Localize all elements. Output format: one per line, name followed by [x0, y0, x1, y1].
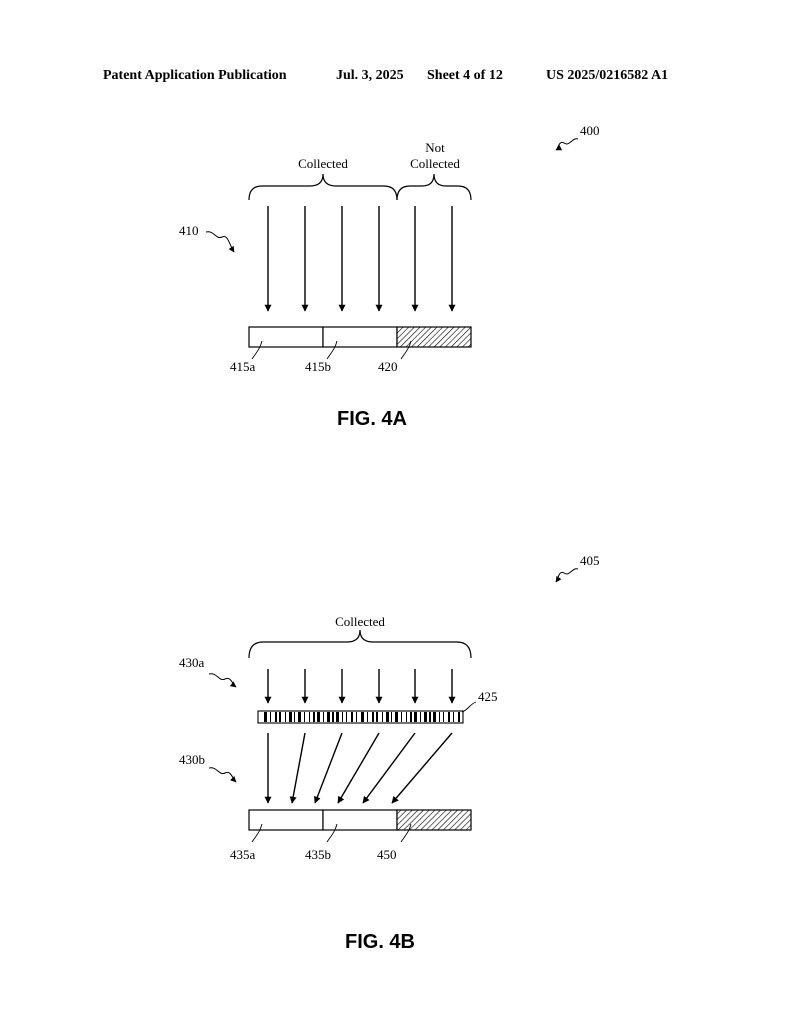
ref-label-415a: 415a	[230, 359, 256, 374]
not-collected-label-line1: Not	[425, 140, 445, 155]
ref-label-410: 410	[179, 223, 199, 238]
leader-450	[400, 823, 412, 843]
strip-bar	[361, 712, 364, 722]
strip-bar	[376, 712, 378, 722]
data-arrows-4a	[264, 206, 456, 312]
strip-bar	[401, 712, 402, 722]
strip-bar	[323, 712, 324, 722]
ref-leader-410	[205, 231, 235, 253]
strip-bar	[439, 712, 440, 722]
page-header: Patent Application Publication Jul. 3, 2…	[0, 68, 794, 88]
strip-bar	[275, 712, 277, 722]
sheet-number: Sheet 4 of 12	[427, 68, 503, 83]
figure-caption-4a: FIG. 4A	[337, 408, 407, 430]
strip-bar	[264, 712, 267, 722]
block-435a	[248, 809, 324, 831]
ref-label-430b: 430b	[179, 752, 205, 767]
strip-bar	[304, 712, 305, 722]
strip-bar	[382, 712, 383, 722]
block-450-hatched	[396, 809, 472, 831]
publication-number: US 2025/0216582 A1	[546, 68, 669, 83]
not-collected-label-line2: Collected	[410, 156, 460, 171]
arrow-4b-bottom-4	[337, 732, 380, 804]
ref-label-435a: 435a	[230, 847, 256, 862]
strip-bar	[429, 712, 431, 722]
strip-bar	[342, 712, 343, 722]
arrow-4b-bottom-6	[391, 732, 453, 804]
data-arrows-4b-top	[264, 669, 456, 704]
strip-bars	[264, 712, 460, 722]
strip-bar	[279, 712, 281, 722]
ref-leader-430a	[208, 673, 237, 688]
arrow-4b-bottom-5	[362, 732, 416, 804]
collected-label-4b: Collected	[335, 614, 385, 629]
block-435b	[322, 809, 398, 831]
block-415a	[248, 326, 324, 348]
compressed-strip-425	[257, 710, 464, 724]
data-arrows-4b-bottom	[264, 732, 453, 804]
ref-label-450: 450	[377, 847, 397, 862]
strip-bar	[406, 712, 407, 722]
strip-bar	[289, 712, 292, 722]
leader-415b	[326, 340, 338, 360]
strip-bar	[285, 712, 286, 722]
ref-label-405: 405	[580, 553, 600, 568]
strip-bar	[294, 712, 295, 722]
leader-420	[400, 340, 412, 360]
strip-bar	[414, 712, 417, 722]
ref-label-435b: 435b	[305, 847, 331, 862]
ref-label-430a: 430a	[179, 655, 205, 670]
strip-bar	[346, 712, 347, 722]
leader-435b	[326, 823, 338, 843]
publication-date: Jul. 3, 2025	[336, 68, 404, 83]
publication-title: Patent Application Publication	[103, 68, 287, 83]
strip-bar	[443, 712, 444, 722]
collected-label-4a: Collected	[298, 156, 348, 171]
strip-bar	[433, 712, 436, 722]
strip-bar	[372, 712, 374, 722]
strip-bar	[458, 712, 460, 722]
fig-4b: 405 Collected 430a 425 430b	[179, 553, 600, 953]
strip-bar	[351, 712, 353, 722]
strip-bar	[420, 712, 421, 722]
collected-brace-4b	[248, 629, 472, 659]
strip-bar	[448, 712, 450, 722]
strip-bar	[395, 712, 398, 722]
leader-435a	[251, 823, 263, 843]
strip-outline	[257, 710, 464, 724]
leader-415a	[251, 340, 263, 360]
strip-bar	[327, 712, 330, 722]
ref-label-420: 420	[378, 359, 398, 374]
not-collected-brace-4a	[396, 173, 472, 201]
strip-bar	[317, 712, 320, 722]
strip-bar	[424, 712, 427, 722]
strip-bar	[332, 712, 334, 722]
leader-425	[461, 701, 477, 713]
strip-bar	[336, 712, 339, 722]
ref-leader-400	[555, 138, 579, 151]
strip-bar	[270, 712, 271, 722]
arrow-4b-bottom-3	[314, 732, 343, 804]
strip-bar	[453, 712, 454, 722]
strip-bar	[410, 712, 412, 722]
ref-leader-430b	[208, 767, 237, 783]
collected-brace-4a	[248, 173, 398, 201]
block-415b	[322, 326, 398, 348]
strip-bar	[391, 712, 392, 722]
fig-4a: 400 Collected Not Collected 410 415a	[179, 123, 600, 430]
strip-bar	[309, 712, 310, 722]
strip-bar	[367, 712, 368, 722]
strip-bar	[313, 712, 315, 722]
ref-label-425: 425	[478, 689, 498, 704]
block-420-hatched	[396, 326, 472, 348]
strip-bar	[298, 712, 301, 722]
ref-label-400: 400	[580, 123, 600, 138]
figure-caption-4b: FIG. 4B	[345, 931, 415, 953]
strip-bar	[356, 712, 357, 722]
arrow-4b-bottom-2	[289, 732, 306, 804]
ref-label-415b: 415b	[305, 359, 331, 374]
ref-leader-405	[555, 568, 579, 583]
strip-bar	[386, 712, 389, 722]
